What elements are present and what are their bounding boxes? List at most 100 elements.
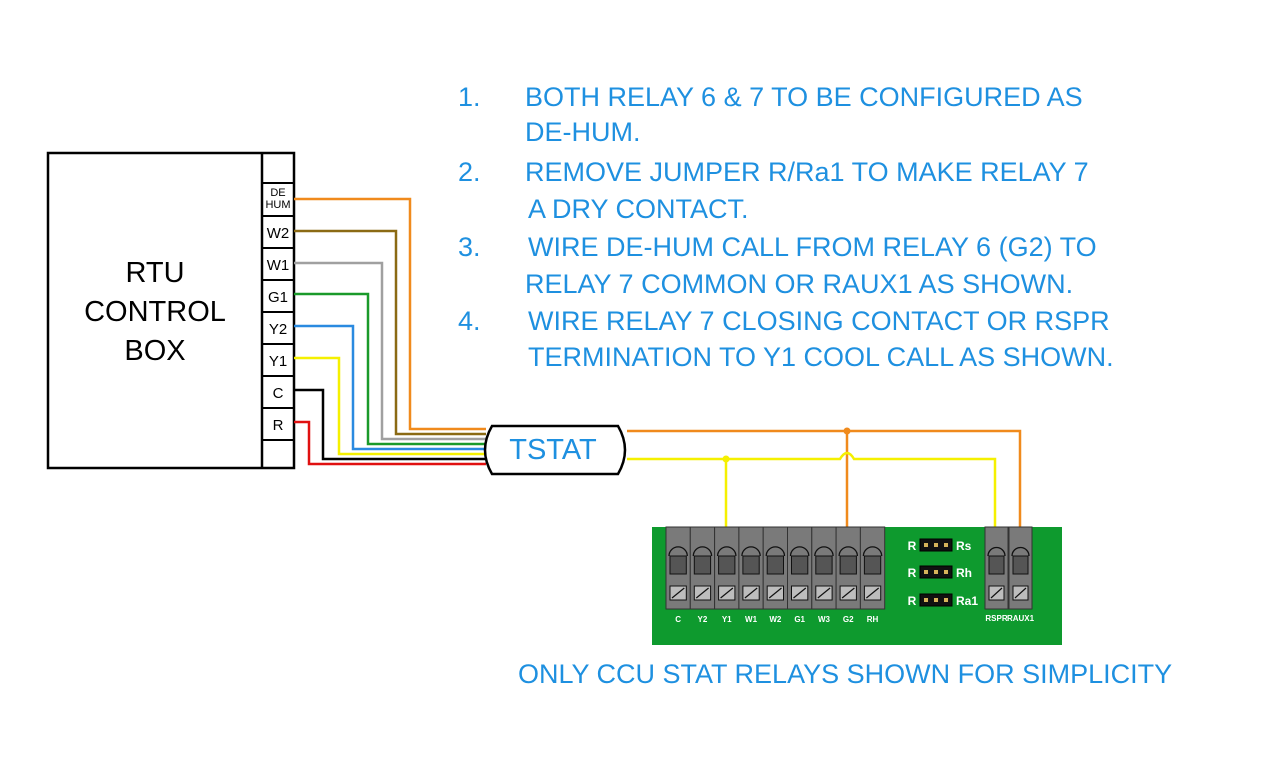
relay-terminal-opening [669,555,687,575]
aux-terminal-opening [988,555,1005,575]
jumper-pin [924,543,928,547]
jumper-pin [934,570,938,574]
jumper-rs: R Rs [908,538,972,553]
jumper-pin [934,543,938,547]
relay-terminal-lever [814,546,834,557]
jumper-right-label: Rs [956,539,972,553]
note-3-line-2: RELAY 7 COMMON OR RAUX1 AS SHOWN. [525,269,1073,299]
orange-junction-dot [843,427,851,435]
terminal-label-r: R [273,417,284,434]
yellow-y1-wire [627,451,997,540]
instruction-notes: 1. BOTH RELAY 6 & 7 TO BE CONFIGURED AS … [458,82,1114,372]
relay-terminal-lever [862,546,883,557]
rtu-title-line-3: BOX [124,335,185,367]
terminal-label-w2: W2 [267,225,290,242]
note-2-line-2: A DRY CONTACT. [528,194,749,224]
relay-terminal-lever [789,546,810,557]
g1-wire [294,292,486,446]
relay-terminal-screw-slot [744,587,758,599]
aux-terminal-lever [987,546,1006,557]
yellow-junction-dot [722,455,730,463]
relay-terminal-g1 [787,526,813,610]
relay-label-c: C [675,615,681,624]
relay-terminal-opening [815,555,833,575]
jumper-left-label: R [908,539,917,553]
tstat-connector: TSTAT [483,424,627,476]
relay-terminal-opening [766,555,785,575]
relay-label-rh: RH [867,615,879,624]
relay-terminal-screw-slot [866,587,880,599]
relay-terminal-y2 [689,526,716,610]
relay-terminal-screw-slot [793,587,807,599]
rtu-to-tstat-wires [294,197,486,466]
relay-label-g2: G2 [843,615,854,624]
relay-label-w3: W3 [818,615,831,624]
terminal-label-de-hum-2: HUM [265,199,290,211]
y1-wire [294,356,486,456]
relay-terminal-lever [692,546,713,557]
relay-terminal-screw-slot [720,587,734,599]
relay-terminal-w3 [811,526,837,610]
relay-terminal-block [665,526,886,610]
note-2-number: 2. [458,157,481,187]
relay-label-y2: Y2 [698,615,708,624]
relay-terminal-opening [791,555,809,575]
terminal-label-c: C [273,385,284,402]
aux-label-rspr: RSPR [985,614,1007,623]
relay-terminal-lever [838,546,859,557]
relay-terminal-opening [693,555,712,575]
tstat-capsule [483,424,627,476]
relay-label-g1: G1 [794,615,805,624]
w1-wire [294,261,486,441]
relay-terminal-screw-slot [768,587,782,599]
relay-terminal-lever [741,546,761,557]
tstat-label: TSTAT [509,434,597,466]
terminal-label-g1: G1 [268,289,288,306]
jumper-pin [924,598,928,602]
note-1-number: 1. [458,82,481,112]
jumper-pin [934,598,938,602]
relay-terminal-lever [765,546,786,557]
relay-terminal-y1 [714,526,740,610]
note-2-line-1: REMOVE JUMPER R/Ra1 TO MAKE RELAY 7 [525,157,1089,187]
relay-terminal-screw-slot [841,587,855,599]
jumper-rh: R Rh [908,565,972,580]
jumper-pin [924,570,928,574]
y2-wire [294,324,486,451]
jumper-right-label: Rh [956,566,972,580]
jumper-right-label: Ra1 [956,594,978,608]
jumper-left-label: R [908,566,917,580]
note-3-number: 3. [458,232,481,262]
relay-terminal-lever [716,546,737,557]
w2-wire [294,229,486,436]
relay-terminal-w2 [762,526,789,610]
aux-terminal-rspr [984,526,1009,610]
relay-terminal-opening [742,555,760,575]
note-4-number: 4. [458,306,481,336]
relay-label-w1: W1 [745,615,758,624]
relay-terminal-rh [859,526,886,610]
dehum-wire [294,197,486,431]
relay-label-y1: Y1 [722,615,732,624]
aux-terminal-screw-slot [1014,587,1027,599]
caption: ONLY CCU STAT RELAYS SHOWN FOR SIMPLICIT… [518,659,1172,689]
relay-terminal-opening [718,555,736,575]
note-4-line-1: WIRE RELAY 7 CLOSING CONTACT OR RSPR [528,306,1110,336]
terminal-label-de-hum-1: DE [270,187,285,199]
rtu-title-line-1: RTU [125,257,184,289]
relay-terminal-w1 [738,526,764,610]
r-wire [294,420,486,466]
relay-terminal-opening [863,555,882,575]
note-1-line-1: BOTH RELAY 6 & 7 TO BE CONFIGURED AS [525,82,1083,112]
note-4-line-2: TERMINATION TO Y1 COOL CALL AS SHOWN. [528,342,1114,372]
relay-terminal-g2 [835,526,861,610]
note-1-line-2: DE-HUM. [525,117,641,147]
note-3-line-1: WIRE DE-HUM CALL FROM RELAY 6 (G2) TO [528,232,1097,262]
orange-dehum-wire [627,429,1022,540]
